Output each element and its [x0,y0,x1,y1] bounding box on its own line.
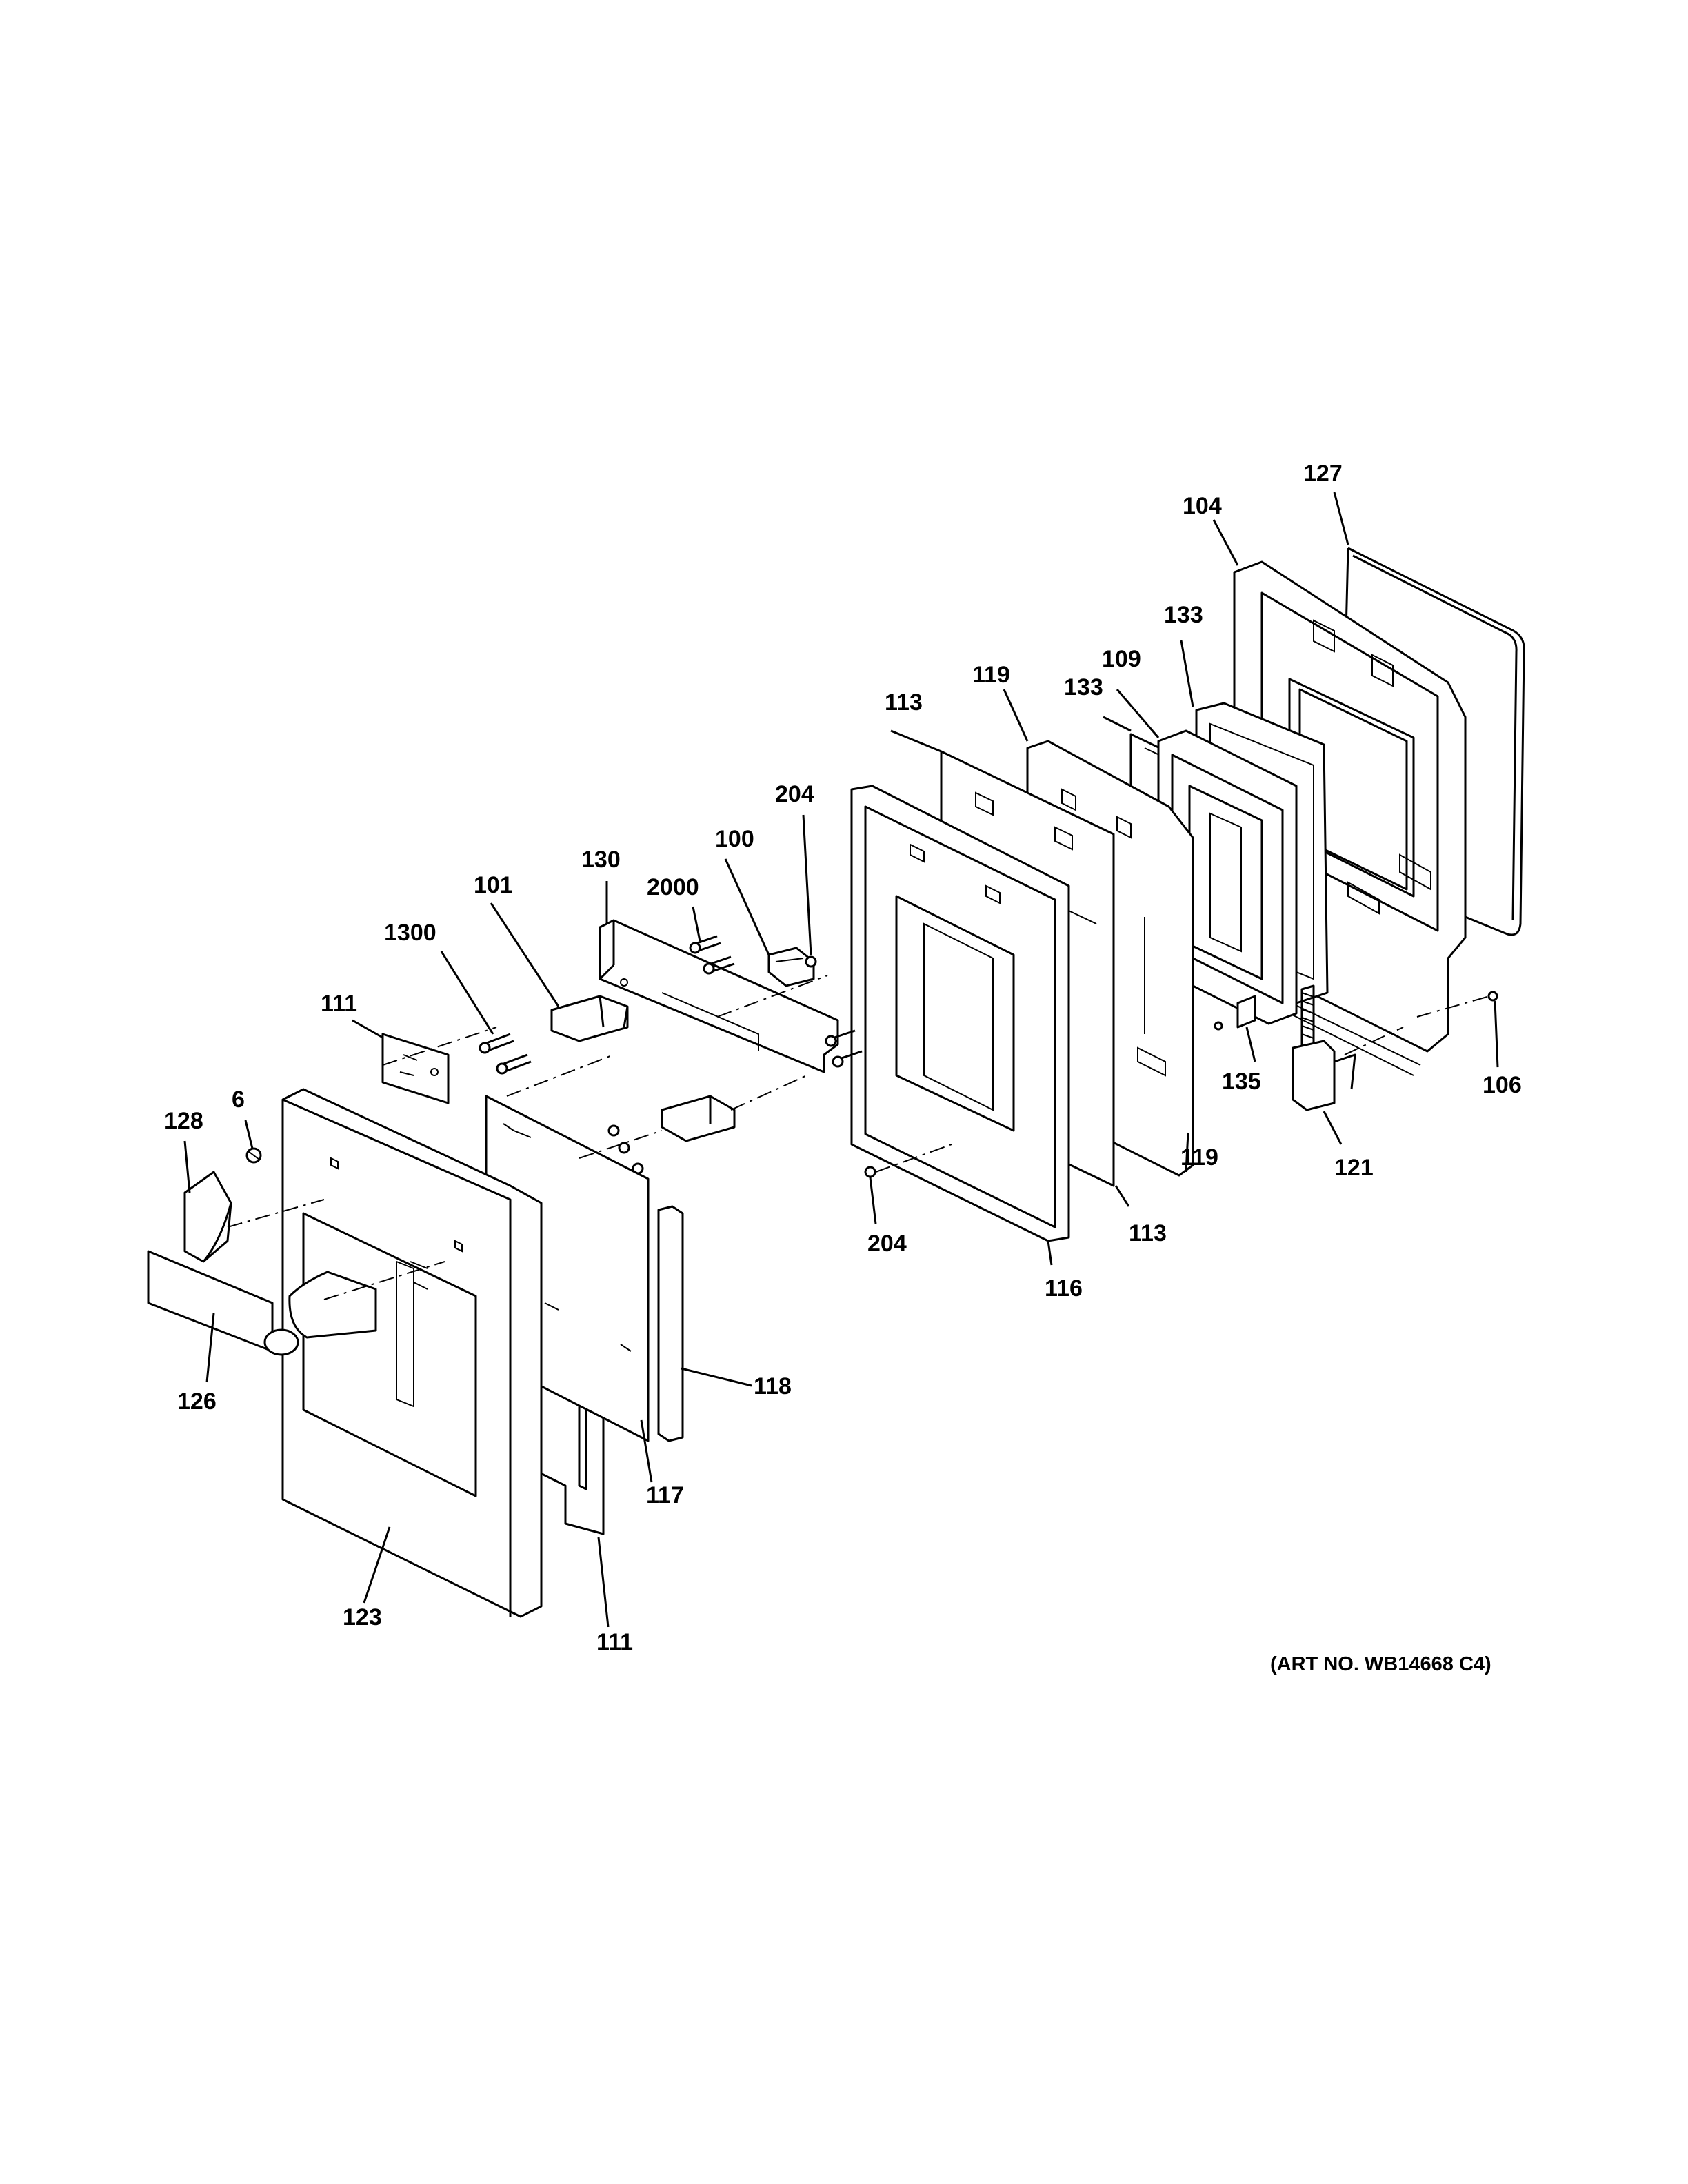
callout-133-upper: 133 [1164,602,1203,628]
part-123-outer-door [281,1088,543,1618]
callout-119-lower: 119 [1180,1144,1218,1171]
leader-lines [183,492,1499,1628]
callout-109: 109 [1102,646,1141,672]
callout-127: 127 [1303,461,1343,487]
part-111-hinge-plate-upper [381,1033,450,1104]
part-100-hinge-bracket [767,947,815,987]
art-number: (ART NO. WB14668 C4) [1270,1653,1491,1675]
callout-128: 128 [164,1108,203,1134]
callout-111-upper: 111 [321,991,357,1017]
callout-126: 126 [177,1388,217,1415]
callout-106: 106 [1483,1072,1522,1098]
part-hinge-middle [607,1095,736,1175]
part-6-nut [245,1147,262,1164]
part-116-inner-door-panel [850,785,1070,1242]
part-128-handle-end-cap [183,1171,232,1263]
part-1300-screw-set [479,1033,532,1075]
callout-1300: 1300 [384,920,436,946]
callout-118: 118 [754,1373,792,1399]
callout-117: 117 [646,1482,684,1508]
part-2000-screw-set [689,935,735,975]
part-101-hinge-upper [550,995,629,1042]
part-118-side-strip [657,1205,684,1442]
callout-123: 123 [343,1604,382,1630]
callout-104: 104 [1183,493,1222,519]
callout-113-upper: 113 [885,689,923,716]
callout-130: 130 [581,847,621,873]
callout-6: 6 [232,1086,245,1113]
callout-116: 116 [1045,1275,1083,1302]
part-204-screw-lower [864,1166,876,1178]
part-135-bracket-clip [1214,995,1256,1031]
callout-204-upper: 204 [775,781,814,807]
part-130-door-top-vent [599,919,839,1073]
callout-113-lower: 113 [1129,1220,1167,1246]
callout-135: 135 [1222,1069,1261,1095]
callout-204-lower: 204 [867,1231,907,1257]
callout-121: 121 [1334,1155,1374,1181]
part-hinge-screws-right [825,1029,863,1068]
callout-133-lower: 133 [1064,674,1103,700]
callout-119-upper: 119 [972,662,1010,688]
part-106-screw [1487,991,1498,1002]
callout-111-lower: 111 [596,1629,633,1655]
part-204-screw-upper [805,956,817,968]
part-121-latch-assembly [1292,984,1356,1111]
callout-101: 101 [474,872,513,898]
callout-2000: 2000 [647,874,699,900]
alignment-lines [227,975,1490,1300]
callout-100: 100 [715,826,754,852]
part-126-handle [147,1250,377,1356]
callout-labels: 127 104 133 109 133 119 113 204 100 2000… [164,461,1522,1675]
